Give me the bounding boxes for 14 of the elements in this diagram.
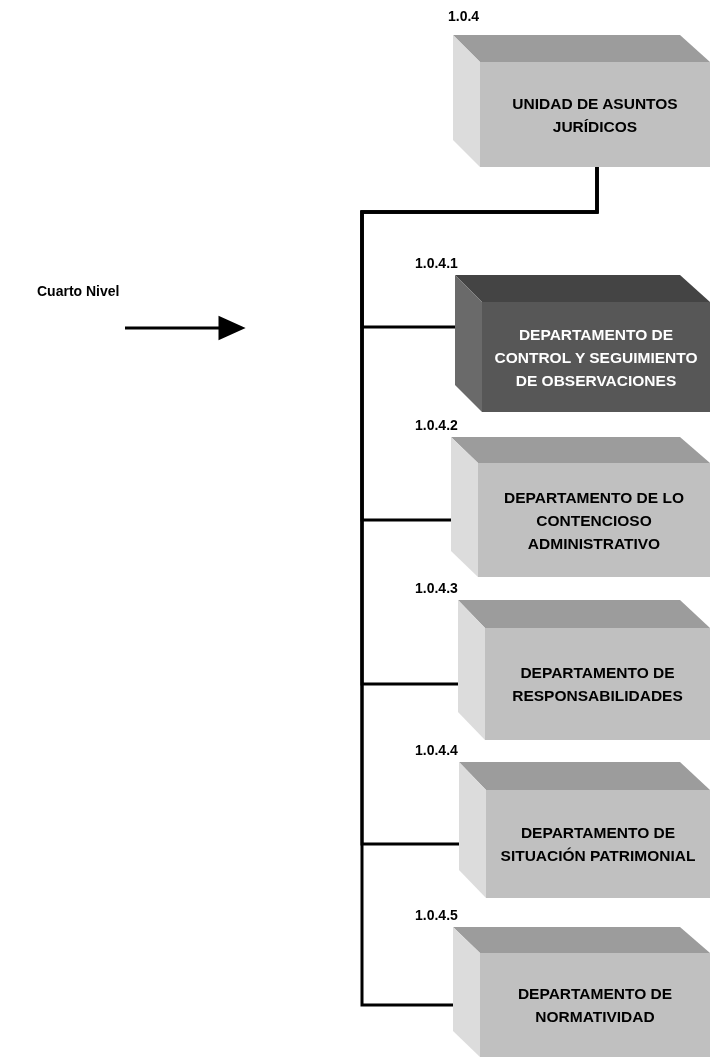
unit-code: 1.0.4	[448, 8, 480, 24]
unit-code: 1.0.4.5	[415, 907, 458, 923]
connector-line	[360, 167, 599, 1007]
unit-name: DEPARTAMENTO DE LO CONTENCIOSO ADMINISTRATIVO	[503, 487, 685, 554]
unit-code: 1.0.4.2	[415, 417, 458, 433]
unit-name: UNIDAD DE ASUNTOS JURÍDICOS	[511, 93, 679, 137]
unit-name: DEPARTAMENTO DE RESPONSABILIDADES	[511, 663, 684, 706]
unit-code: 1.0.4.3	[415, 580, 458, 596]
unit-name: DEPARTAMENTO DE NORMATIVIDAD	[516, 984, 674, 1027]
unit-name: DEPARTAMENTO DE CONTROL Y SEGUIMIENTO DE OBSERVACIONES	[493, 324, 699, 391]
unit-code: 1.0.4.1	[415, 255, 458, 271]
unit-code: 1.0.4.4	[415, 742, 458, 758]
unit-name: DEPARTAMENTO DE SITUACIÓN PATRIMONIAL	[499, 823, 697, 866]
level-label: Cuarto Nivel	[37, 283, 120, 299]
